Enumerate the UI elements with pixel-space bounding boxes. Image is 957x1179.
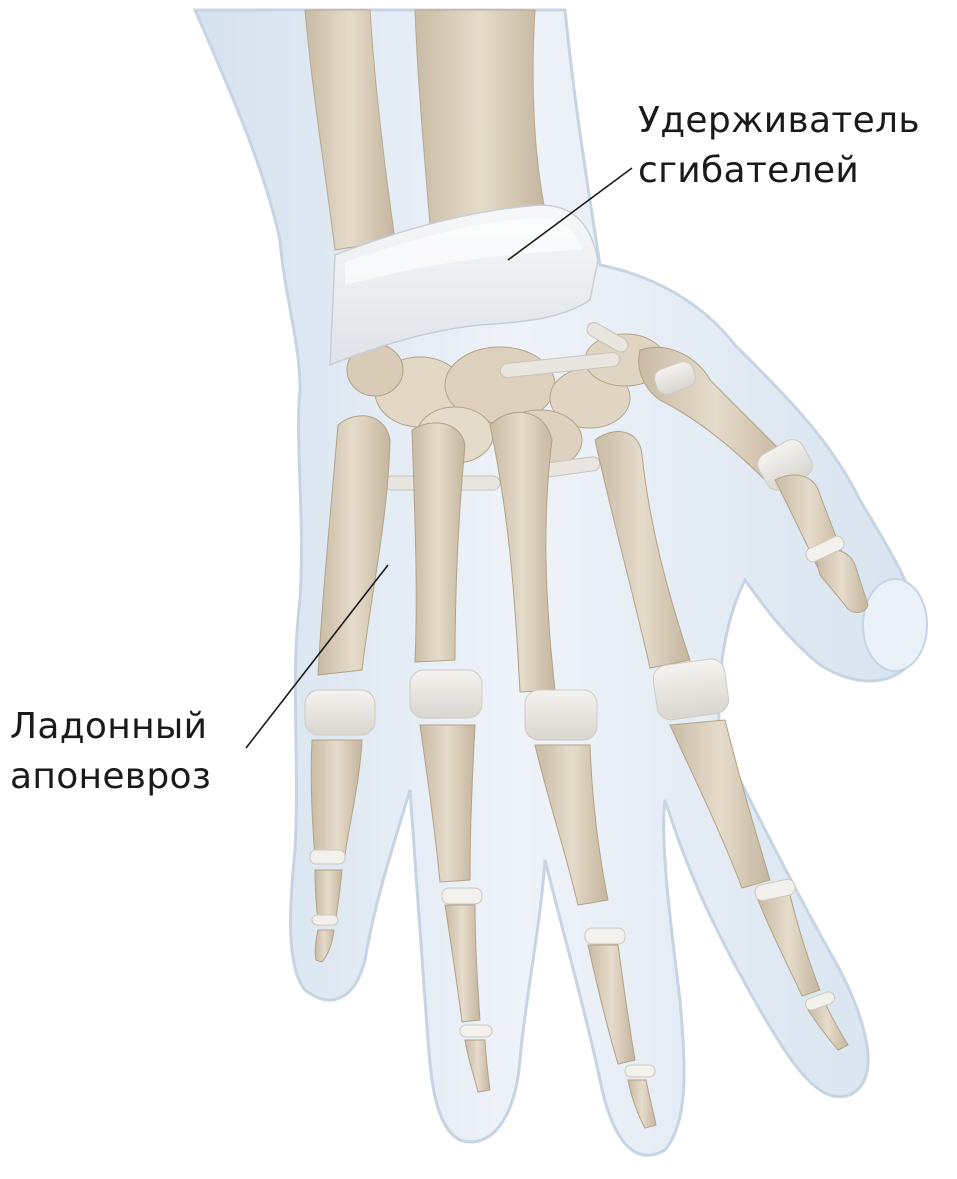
label-palmar-aponeurosis-line1: Ладонный [10,702,211,752]
label-palmar-aponeurosis-line2: апоневроз [10,752,211,802]
radius-bone [415,10,545,225]
label-palmar-aponeurosis: Ладонный апоневроз [10,702,211,802]
label-flexor-retinaculum-line2: сгибателей [638,146,920,196]
thumb-tip [863,579,927,671]
label-flexor-retinaculum: Удерживатель сгибателей [638,96,920,196]
label-flexor-retinaculum-line1: Удерживатель [638,96,920,146]
